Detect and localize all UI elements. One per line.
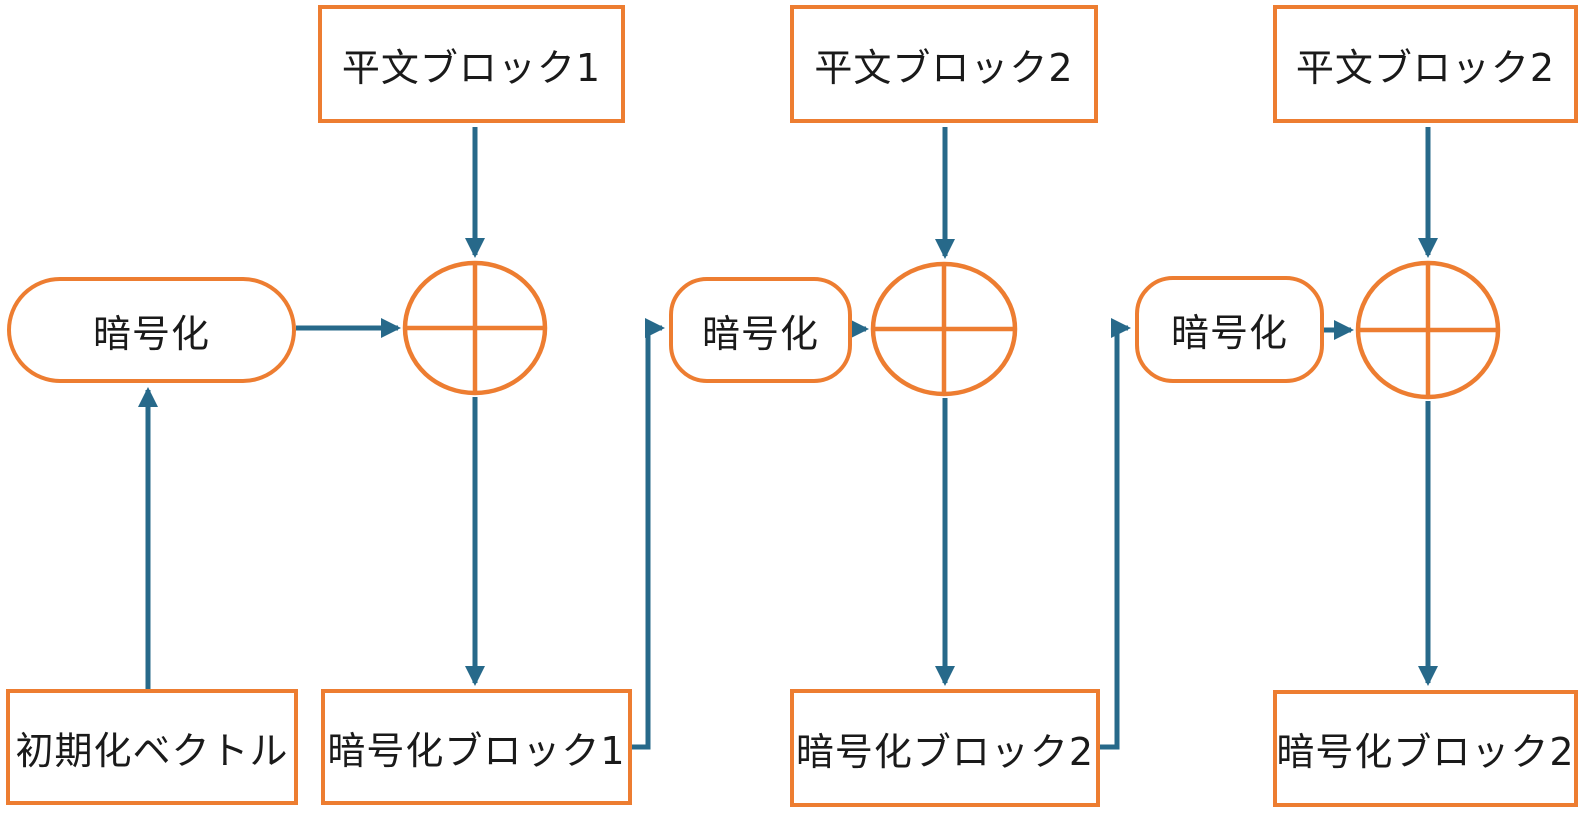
- encrypt-node-1: 暗号化: [7, 277, 296, 383]
- plaintext-block-1-node: 平文ブロック1: [318, 5, 625, 123]
- cipher-block-2-label: 暗号化ブロック2: [795, 729, 1095, 774]
- cipher-block-3-label: 暗号化ブロック2: [1276, 730, 1575, 774]
- encrypt-node-3-label: 暗号化: [1170, 311, 1288, 355]
- encrypt-node-1-label: 暗号化: [92, 311, 210, 356]
- xor-circle-1: [402, 260, 548, 396]
- init-vector-label: 初期化ベクトル: [15, 728, 289, 773]
- init-vector-node: 初期化ベクトル: [6, 689, 298, 805]
- plaintext-block-3-label: 平文ブロック2: [1295, 45, 1556, 90]
- plaintext-block-3-node: 平文ブロック2: [1273, 5, 1578, 123]
- encrypt-node-2-label: 暗号化: [701, 311, 819, 356]
- plaintext-block-2-label: 平文ブロック2: [814, 45, 1074, 90]
- xor-circle-2: [870, 261, 1018, 397]
- cipher-block-2-node: 暗号化ブロック2: [790, 689, 1100, 807]
- plaintext-block-1-label: 平文ブロック1: [341, 45, 602, 90]
- arrow-cipherblock1-to-encrypt2: [630, 318, 665, 750]
- xor-circle-3: [1355, 260, 1501, 400]
- arrow-cipherblock2-to-encrypt3: [1098, 318, 1131, 750]
- cipher-block-1-label: 暗号化ブロック1: [327, 728, 626, 773]
- encrypt-node-2: 暗号化: [669, 277, 852, 383]
- encrypt-node-3: 暗号化: [1135, 276, 1324, 383]
- plaintext-block-2-node: 平文ブロック2: [790, 5, 1098, 123]
- cipher-block-3-node: 暗号化ブロック2: [1273, 690, 1578, 807]
- cipher-block-1-node: 暗号化ブロック1: [321, 689, 632, 805]
